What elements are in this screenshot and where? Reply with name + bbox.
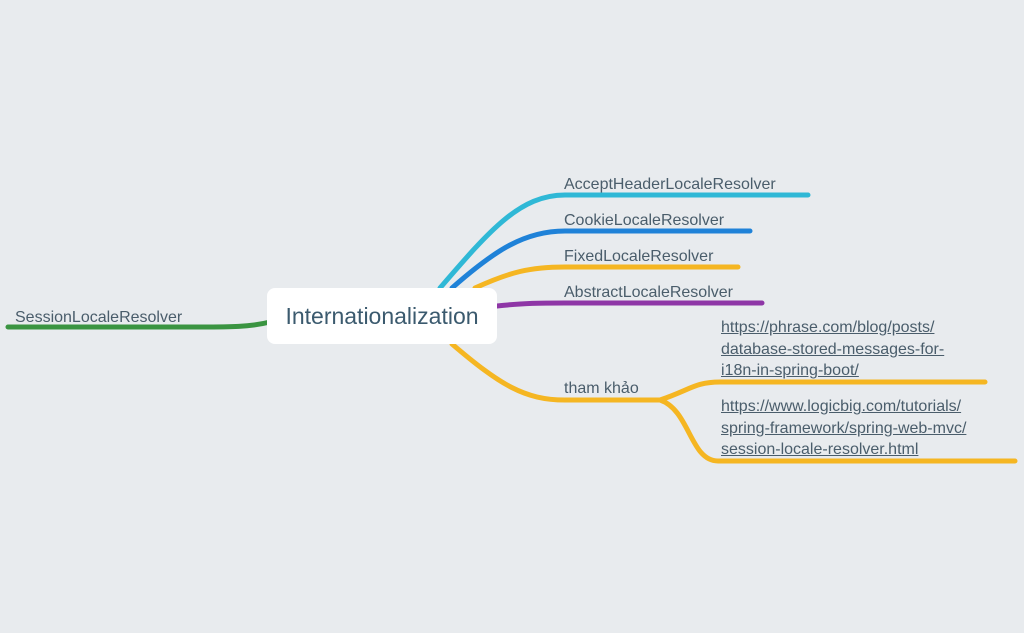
- connector-sessionlocaleresolver: [5, 319, 273, 330]
- node-fixedlocaleresolver[interactable]: FixedLocaleResolver: [564, 248, 714, 265]
- connector-abstractlocaleresolver: [494, 300, 765, 309]
- connector-reference-link-1: [657, 379, 988, 403]
- connector-acceptheaderlocaleresolver: [437, 192, 811, 291]
- reference-link-logicbig-line-2: spring-framework/spring-web-mvc/: [721, 419, 967, 437]
- reference-link-logicbig-line-3: session-locale-resolver.html: [721, 441, 919, 458]
- reference-link-logicbig-line-1: https://www.logicbig.com/tutorials/: [721, 398, 962, 415]
- central-topic-label: Internationalization: [285, 302, 479, 329]
- connector-cookielocaleresolver: [449, 228, 753, 291]
- node-tham-khao[interactable]: tham khảo: [564, 380, 639, 397]
- reference-link-phrase-line-1: https://phrase.com/blog/posts/: [721, 319, 935, 336]
- reference-link-phrase-line-3: i18n-in-spring-boot/: [721, 362, 859, 379]
- connector-tham-khao: [449, 341, 663, 403]
- connector-fixedlocaleresolver: [472, 264, 741, 291]
- connector-reference-link-2: [657, 397, 1018, 464]
- node-abstractlocaleresolver[interactable]: AbstractLocaleResolver: [564, 284, 733, 301]
- node-acceptheaderlocaleresolver[interactable]: AcceptHeaderLocaleResolver: [564, 176, 776, 193]
- node-cookielocaleresolver[interactable]: CookieLocaleResolver: [564, 212, 725, 229]
- central-topic[interactable]: Internationalization: [267, 288, 497, 344]
- reference-link-phrase-line-2: database-stored-messages-for-: [721, 340, 945, 358]
- reference-link-phrase[interactable]: https://phrase.com/blog/posts/ database-…: [721, 317, 944, 382]
- node-sessionlocaleresolver[interactable]: SessionLocaleResolver: [15, 309, 183, 326]
- reference-link-logicbig[interactable]: https://www.logicbig.com/tutorials/ spri…: [721, 396, 966, 461]
